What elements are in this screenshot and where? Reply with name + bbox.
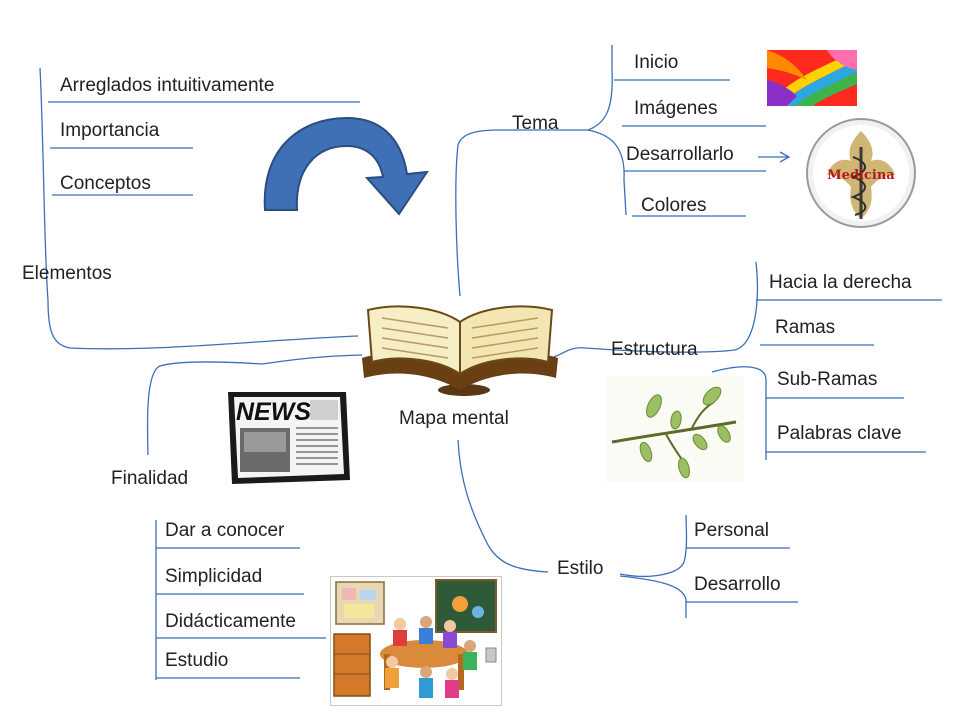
classroom-icon [330,576,502,706]
line-estilo-main [457,439,549,573]
tema-item-4: Colores [641,195,707,216]
line-estilo-lower [619,575,687,618]
branch-estilo: Estilo [557,558,604,579]
line-estilo-split [619,514,688,577]
finalidad-item-1: Dar a conocer [165,520,285,541]
medicine-badge-icon: Medicina [806,118,916,228]
curved-arrow-icon [263,116,430,216]
branch-tema: Tema [512,113,559,134]
line-tema-main [455,129,588,297]
finalidad-item-4: Estudio [165,650,229,671]
line-finalidad-main [146,354,363,456]
estilo-item-2: Desarrollo [694,574,781,595]
newspaper-title: NEWS [236,398,311,426]
branch-finalidad: Finalidad [111,468,189,489]
estructura-item-3: Sub-Ramas [777,369,878,390]
branch-estructura: Estructura [611,339,698,360]
finalidad-item-3: Didácticamente [165,611,296,632]
line-elementos-spine [39,67,359,350]
tema-item-2: Imágenes [634,98,718,119]
line-estructura-lower [711,366,767,460]
estructura-item-4: Palabras clave [777,423,902,444]
line-tema-lower [587,129,627,216]
line-estructura-main [544,347,736,361]
swirl-colors-icon [767,50,857,106]
estructura-item-2: Ramas [775,317,836,338]
newspaper-icon: NEWS [228,392,350,484]
line-arrow-to-badge [758,151,791,163]
finalidad-item-2: Simplicidad [165,566,263,587]
elementos-item-1: Arreglados intuitivamente [60,75,275,96]
elementos-item-2: Importancia [60,120,160,141]
estructura-item-1: Hacia la derecha [769,272,912,293]
center-label: Mapa mental [399,408,509,429]
branch-elementos: Elementos [22,263,112,284]
tema-item-3: Desarrollarlo [626,144,734,165]
medicine-badge-text: Medicina [827,168,895,183]
branch-leaves-icon [606,376,744,482]
tema-item-1: Inicio [634,52,679,73]
line-tema-upper [587,45,613,131]
line-estructura-upper [734,261,758,351]
estilo-item-1: Personal [694,520,769,541]
elementos-item-3: Conceptos [60,173,151,194]
book-icon [362,305,558,396]
